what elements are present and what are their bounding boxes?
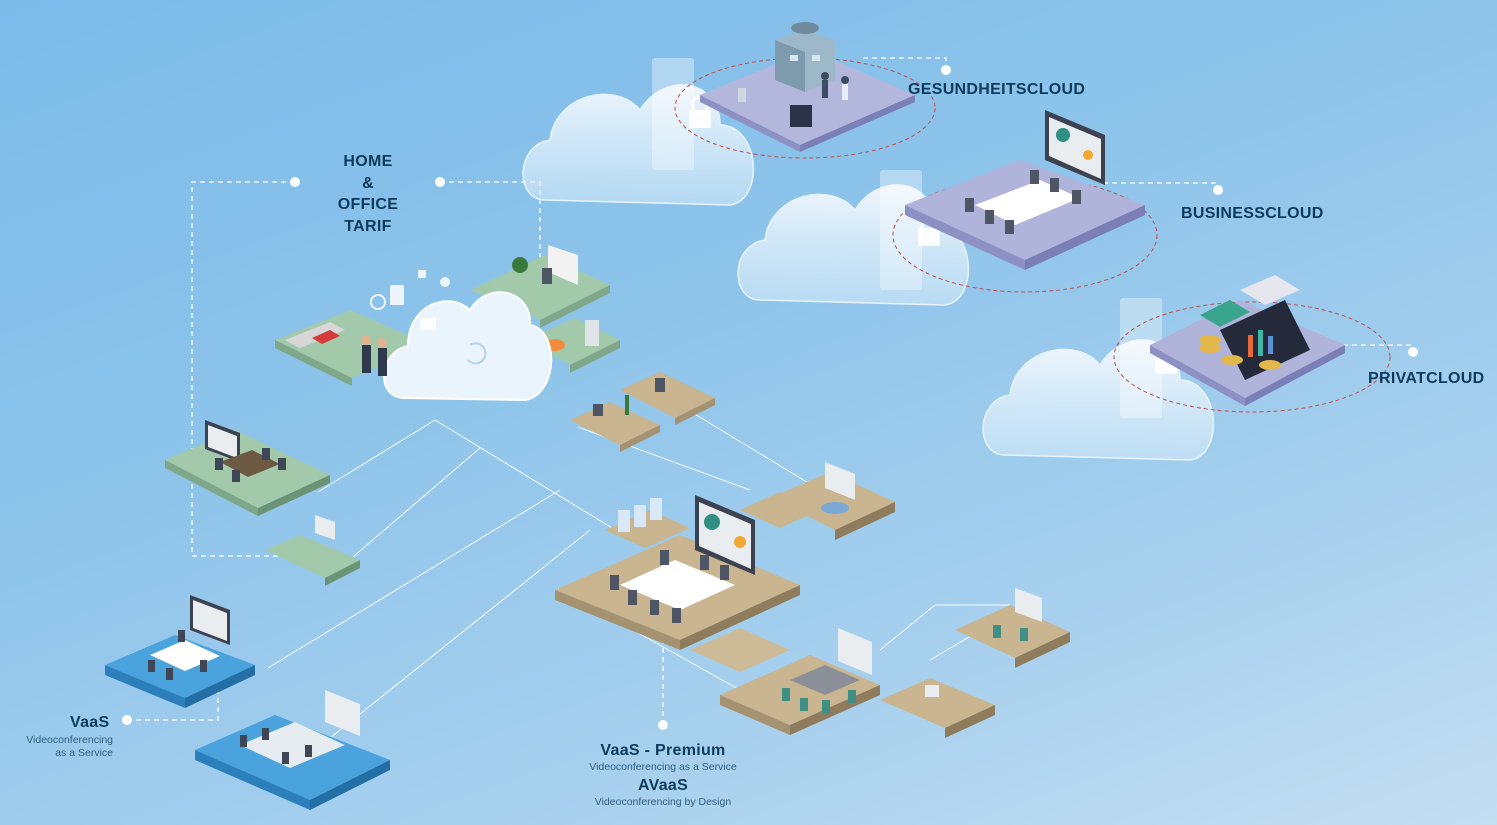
stairs [690,628,790,672]
meeting-participants [240,728,312,764]
floating-app-icons [370,270,450,330]
secure-cloud-privat [982,275,1391,461]
home-office-tarif-label: HOME & OFFICE TARIF [328,151,408,237]
meeting-participants [993,625,1028,641]
small-office-pods [570,372,715,452]
sync-icon [467,342,487,365]
medical-staff-figures [738,72,849,102]
conference-table [790,665,860,695]
privatcloud-label: PRIVATCLOUD [1368,370,1485,387]
car-icon [312,330,340,344]
connector-dot-home-left [290,177,300,187]
glass-panel [652,58,694,170]
meeting-participants [965,170,1081,234]
avaas-subtitle: Videoconferencing by Design [594,796,732,808]
avaas-title: AVaaS [637,777,689,794]
video-screen [695,495,755,575]
vaas-premium-complex [555,462,1070,738]
businesscloud-label: BUSINESSCLOUD [1181,205,1324,222]
video-screen [1015,588,1042,622]
connector-dot-home-right [435,177,445,187]
vaas-premium-title: VaaS - Premium [600,742,726,759]
video-screen [838,628,872,675]
connector-dot-vaas [122,715,132,725]
video-screen [1045,110,1105,185]
security-ring [674,57,936,159]
money-stack-icon [1200,300,1250,327]
left-meeting-rooms [165,420,360,586]
connector-dot-gesundheit [941,65,951,75]
home-office-cloud [382,291,553,402]
vaas-subtitle-1: Videoconferencing [26,734,113,746]
office-partition [548,245,578,285]
platform-lounge-tan [770,472,895,530]
home-office-line-3: OFFICE [337,196,399,214]
hospital-building-icon [775,22,835,92]
meeting-participants [782,688,856,713]
meeting-participants [215,448,286,482]
video-screen [190,595,230,645]
secure-cloud-business [737,110,1158,306]
platform-pod-b [620,372,715,418]
conference-table [620,560,735,610]
connector-dot-premium [658,720,668,730]
home-office-cluster [275,245,620,402]
platform-desk-tan [880,678,995,728]
platform-huddle-tan [955,605,1070,658]
business-people [361,335,387,376]
home-office-line-2: & [362,174,374,192]
video-screen [325,690,360,736]
platform-hospital [700,50,915,145]
home-office-line-1: HOME [343,153,393,170]
bar-graph-icon [1248,330,1273,357]
connector-dot-privat [1408,347,1418,357]
medical-monitor [790,105,812,127]
meeting-participants [610,550,729,623]
bank-building-icon [1240,275,1300,305]
connector-dots [122,65,1418,730]
video-screen [315,515,335,540]
classroom-desks [240,722,345,768]
vaas-title: VaaS [70,714,110,731]
coins-icon [1199,335,1281,370]
plant-icon [512,257,528,273]
server-rack-icon [618,498,662,532]
gesundheitscloud-label: GESUNDHEITSCLOUD [908,81,1086,98]
meeting-participants [148,630,207,680]
train-icon [285,322,345,348]
platform-huddle-green [265,535,360,578]
cabinet [585,320,599,346]
home-office-line-4: TARIF [344,217,392,235]
platform-servers [605,510,690,548]
sofa [821,502,849,514]
secure-cloud-gesundheit [522,22,936,206]
security-ring [1113,301,1391,413]
vaas-rooms [105,595,390,810]
platform-pod-a [570,402,660,445]
connector-dot-business [1213,185,1223,195]
vaas-premium-subtitle: Videoconferencing as a Service [589,761,737,773]
vaas-subtitle-2: as a Service [55,747,113,759]
video-screen [825,462,855,500]
video-screen [205,420,240,462]
